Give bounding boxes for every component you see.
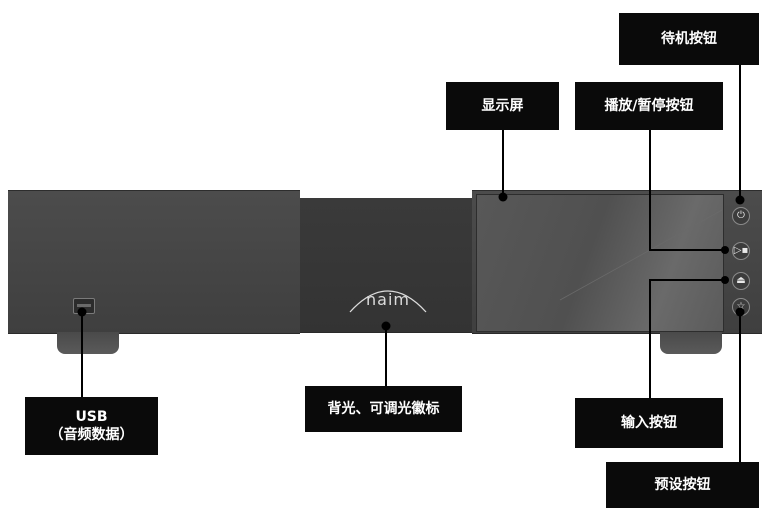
device-left-panel <box>8 190 300 334</box>
standby-label: 待机按钮 <box>619 13 759 65</box>
usb-label: USB （音频数据） <box>25 397 158 455</box>
usb-label-title: USB <box>75 408 108 425</box>
device-foot-left <box>57 332 119 354</box>
display-screen <box>476 194 724 332</box>
play-pause-button[interactable]: ▷▪ <box>732 242 750 260</box>
standby-button[interactable]: ⏻ <box>732 207 750 225</box>
play-pause-label: 播放/暂停按钮 <box>575 82 723 130</box>
device-foot-right <box>660 332 722 354</box>
logo-label: 背光、可调光徽标 <box>305 386 462 432</box>
naim-logo: naim <box>366 290 410 309</box>
device-center-panel <box>300 198 472 333</box>
input-button[interactable]: ⏏ <box>732 272 750 290</box>
input-label: 输入按钮 <box>575 398 723 448</box>
usb-label-subtitle: （音频数据） <box>49 427 134 443</box>
preset-label: 预设按钮 <box>606 462 759 508</box>
display-label: 显示屏 <box>446 82 559 130</box>
